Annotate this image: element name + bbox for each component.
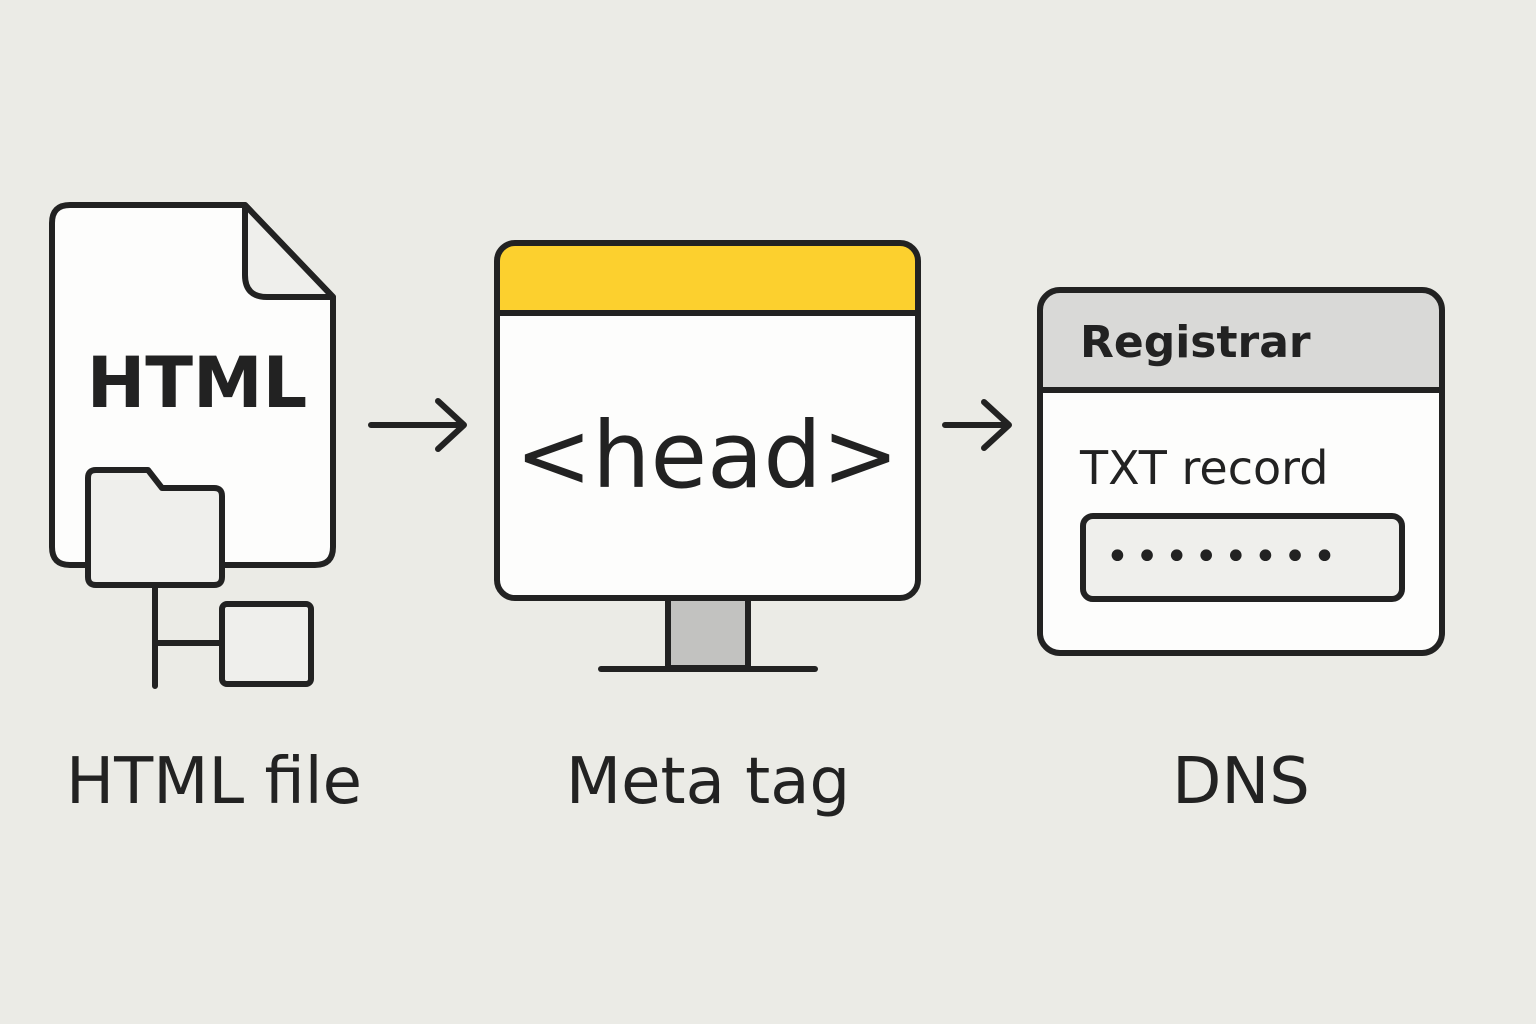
step-label-html-file: HTML file bbox=[66, 745, 362, 819]
html-file-icon: HTML bbox=[49, 202, 336, 689]
browser-header-bar bbox=[497, 243, 918, 313]
txt-record-label: TXT record bbox=[1079, 441, 1328, 495]
txt-record-field bbox=[1080, 513, 1405, 602]
monitor-icon: <head> bbox=[494, 240, 921, 672]
tree-connector bbox=[152, 585, 225, 689]
monitor-frame bbox=[494, 240, 921, 601]
monitor-screen bbox=[497, 243, 918, 598]
html-file-icon-text: HTML bbox=[87, 342, 308, 424]
registrar-header-text: Registrar bbox=[1080, 317, 1311, 368]
step-label-meta-tag: Meta tag bbox=[566, 745, 850, 819]
file-fold bbox=[242, 202, 336, 300]
panel-header bbox=[1040, 290, 1442, 390]
folder-icon bbox=[85, 467, 225, 588]
txt-record-value: •••••••• bbox=[1106, 534, 1343, 580]
arrow-right-icon bbox=[368, 398, 467, 452]
arrow-right-icon bbox=[942, 399, 1012, 451]
head-tag-text: <head> bbox=[515, 402, 899, 509]
panel-frame bbox=[1037, 287, 1445, 656]
step-label-dns: DNS bbox=[1172, 745, 1310, 819]
file-node-icon bbox=[219, 601, 314, 687]
registrar-panel-icon: Registrar TXT record •••••••• bbox=[1037, 287, 1445, 656]
monitor-stand bbox=[665, 595, 751, 671]
